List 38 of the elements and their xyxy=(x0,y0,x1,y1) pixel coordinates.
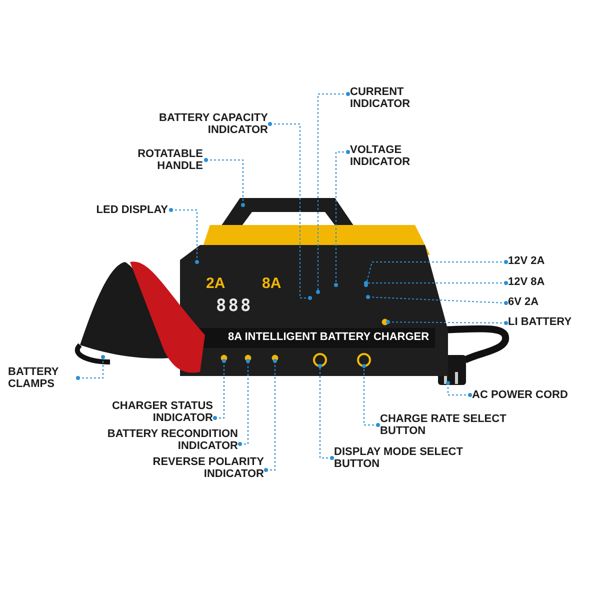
callout-label: BATTERY CAPACITY INDICATOR xyxy=(138,112,268,136)
callout-label: LED DISPLAY xyxy=(68,204,168,216)
leader-line xyxy=(334,150,350,287)
callout-label: BATTERY CLAMPS xyxy=(8,366,76,390)
callout-label: VOLTAGE INDICATOR xyxy=(350,144,450,168)
callout-label: ROTATABLE HANDLE xyxy=(108,148,203,172)
leader-line xyxy=(364,260,508,287)
current-rating-text: 8A xyxy=(262,275,282,292)
select-button xyxy=(357,353,371,367)
leader-line xyxy=(366,295,508,305)
leader-line xyxy=(76,355,105,380)
callout-label: CHARGER STATUS INDICATOR xyxy=(93,400,213,424)
callout-label: DISPLAY MODE SELECT BUTTON xyxy=(334,446,474,470)
leader-line xyxy=(204,158,245,207)
leader-line xyxy=(364,281,508,285)
callout-label: 6V 2A xyxy=(508,296,578,308)
select-button xyxy=(313,353,327,367)
leader-line xyxy=(316,92,350,294)
callout-label: CHARGE RATE SELECT BUTTON xyxy=(380,413,520,437)
leader-line xyxy=(238,359,250,446)
leader-line xyxy=(318,364,334,460)
callout-label: 12V 2A xyxy=(508,255,578,267)
leader-line xyxy=(386,320,508,325)
leader-line xyxy=(446,381,472,397)
callout-label: 12V 8A xyxy=(508,276,578,288)
callout-label: AC POWER CORD xyxy=(472,389,597,401)
leader-line xyxy=(268,122,312,300)
led-display-digits: 888 xyxy=(216,296,253,316)
leader-line xyxy=(169,208,199,264)
current-rating-text: 2A xyxy=(206,275,226,292)
leader-line xyxy=(213,359,226,420)
callout-label: REVERSE POLARITY INDICATOR xyxy=(134,456,264,480)
callout-label: LI BATTERY xyxy=(508,316,598,328)
product-name-text: 8A INTELLIGENT BATTERY CHARGER xyxy=(228,331,430,343)
callout-label: BATTERY RECONDITION INDICATOR xyxy=(88,428,238,452)
leader-line xyxy=(264,359,277,472)
callout-label: CURRENT INDICATOR xyxy=(350,86,450,110)
leader-line xyxy=(362,364,380,427)
